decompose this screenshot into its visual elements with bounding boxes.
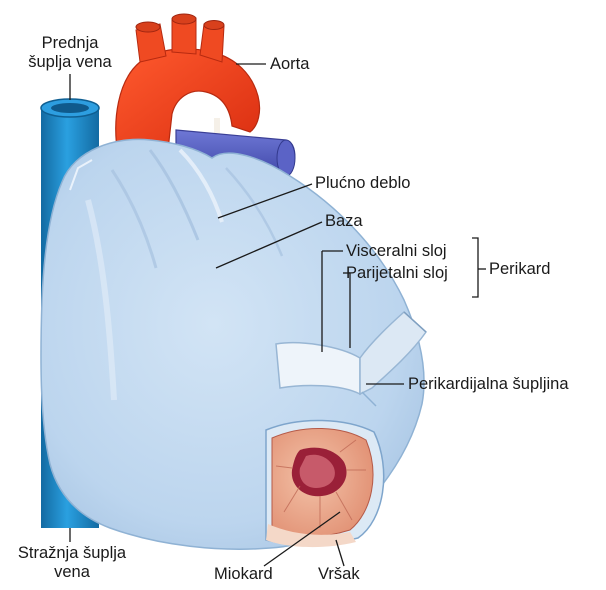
label-superior-vena-cava: Prednja šuplja vena (14, 34, 126, 72)
label-pericardium: Perikard (489, 260, 550, 279)
label-superior-vena-cava-line2: šuplja vena (14, 53, 126, 72)
label-visceral-layer: Visceralni sloj (346, 242, 447, 261)
label-inferior-vena-cava-line1: Stražnja šuplja (0, 544, 144, 563)
label-apex: Vršak (318, 565, 360, 584)
label-parietal-layer: Parijetalni sloj (346, 264, 448, 283)
label-superior-vena-cava-line1: Prednja (14, 34, 126, 53)
label-inferior-vena-cava: Stražnja šuplja vena (0, 544, 144, 582)
label-pericardial-cavity: Perikardijalna šupljina (408, 375, 569, 394)
label-base: Baza (325, 212, 363, 231)
label-myocardium: Miokard (214, 565, 273, 584)
label-pulmonary-trunk: Plućno deblo (315, 174, 410, 193)
label-aorta: Aorta (270, 55, 309, 74)
label-inferior-vena-cava-line2: vena (0, 563, 144, 582)
